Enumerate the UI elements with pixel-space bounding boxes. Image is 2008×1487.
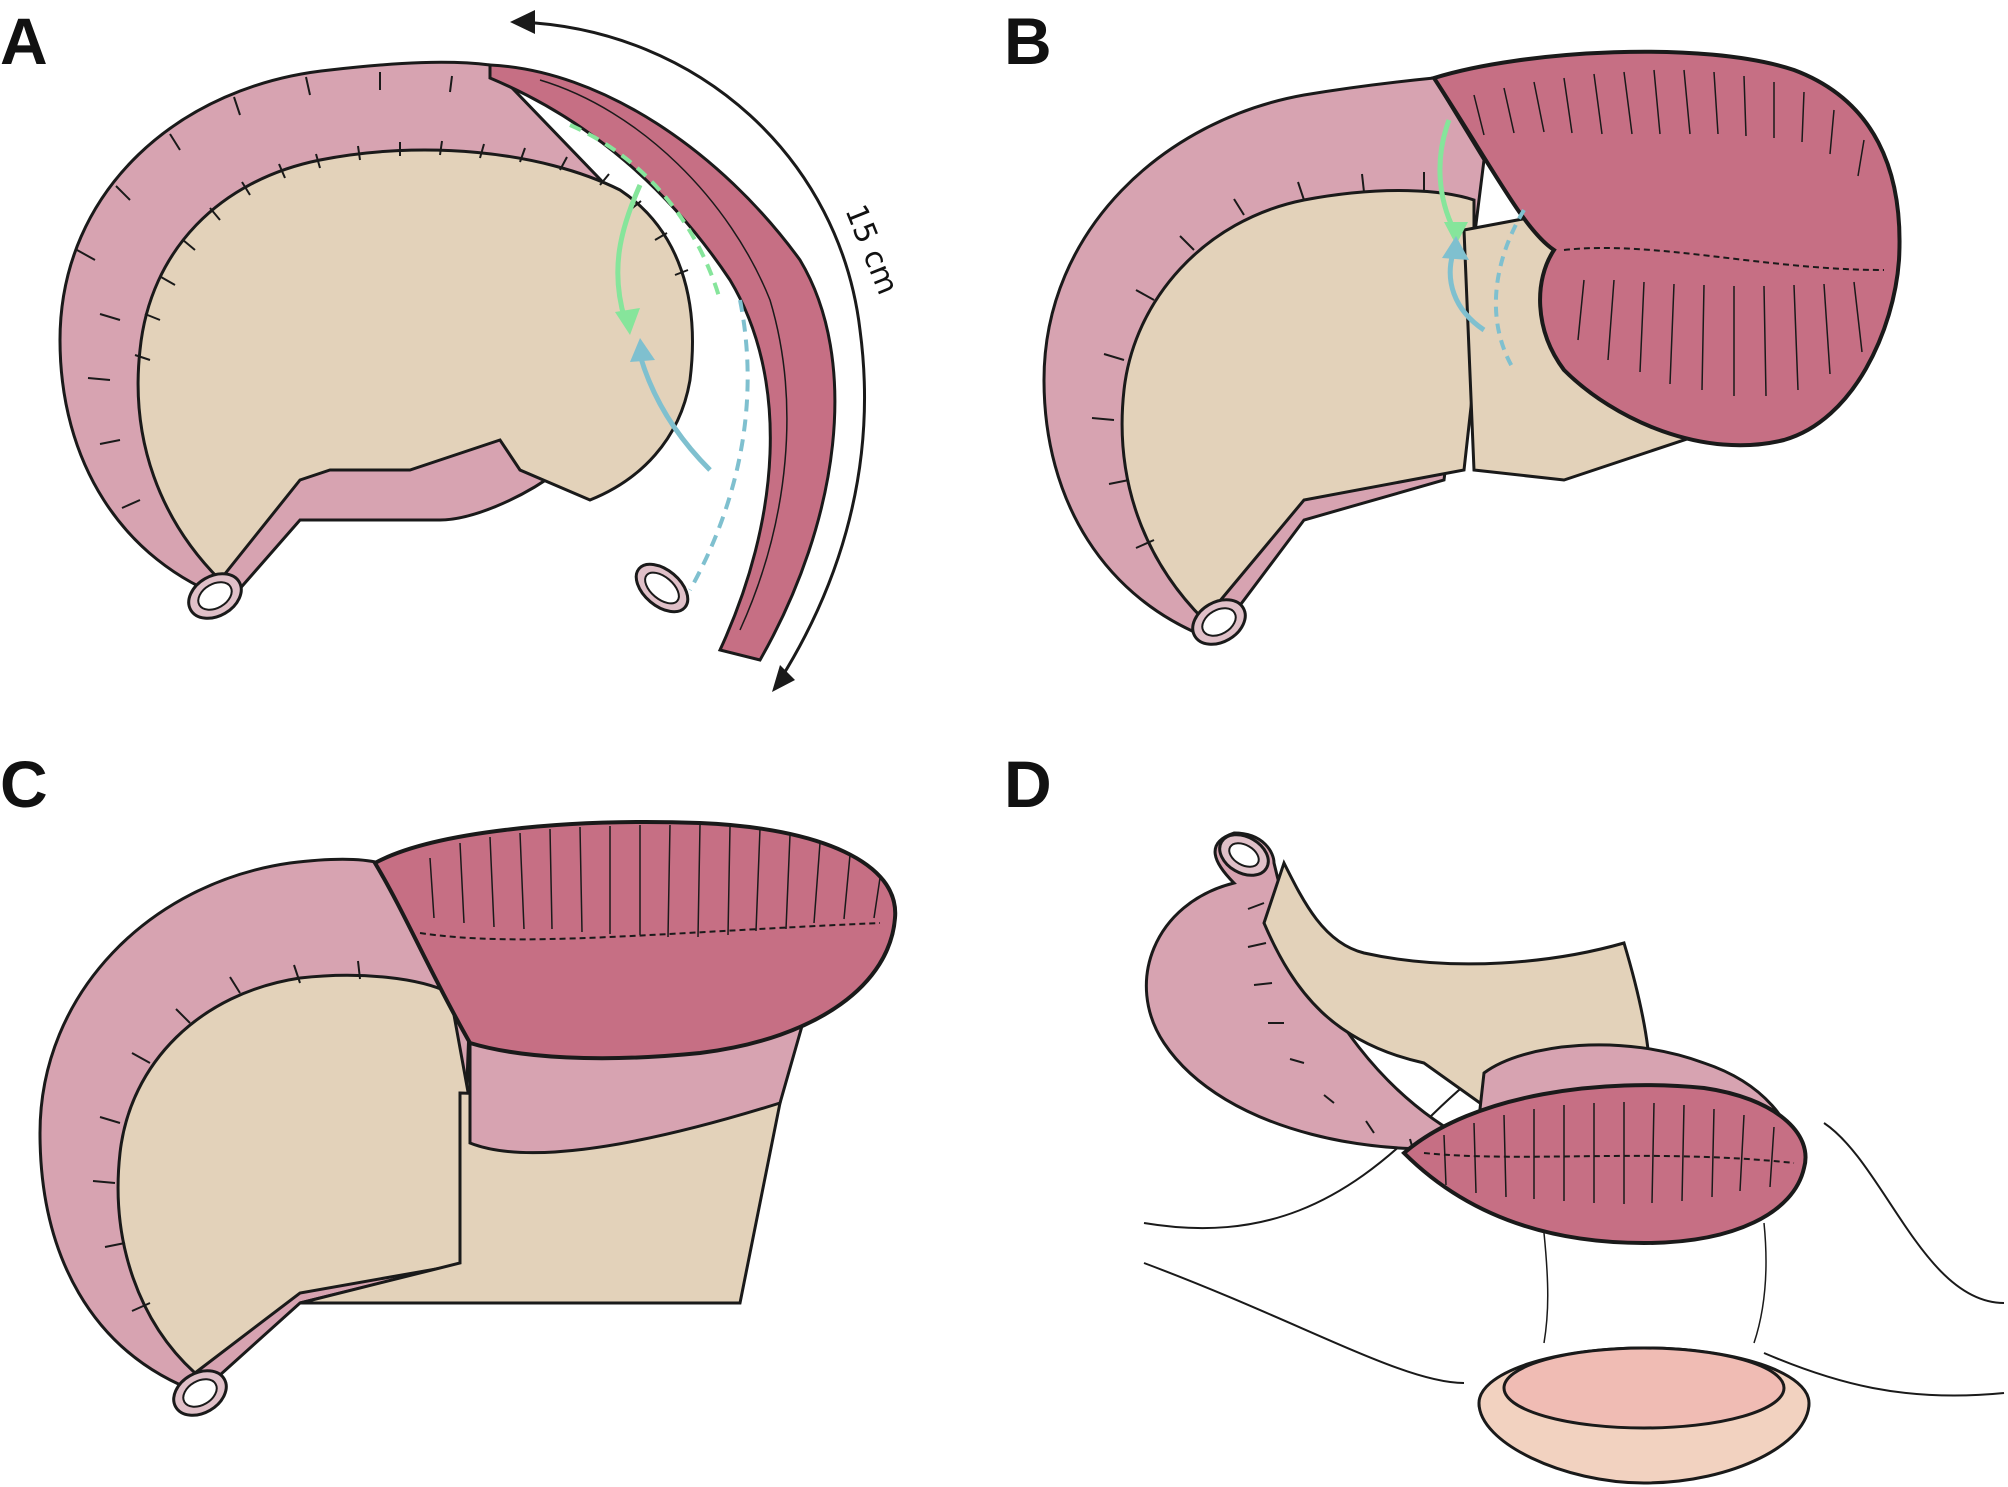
mesentery-c xyxy=(116,973,472,1375)
blue-fold-line-b xyxy=(1493,208,1526,372)
measurement-label-a: 15 cm xyxy=(838,200,905,300)
blue-fold-line-a xyxy=(688,299,750,591)
bowel-loop-diagram-b xyxy=(1042,49,1902,646)
panel-label-a: A xyxy=(0,4,48,78)
mesentery-a xyxy=(136,148,694,583)
pouch-suture-line-c xyxy=(419,922,881,941)
panel-b: B xyxy=(1004,0,2008,743)
skin-line-right-d xyxy=(1823,1122,2005,1304)
mucosal-pouch-c xyxy=(372,820,898,1061)
bowel-loop-diagram-c xyxy=(38,820,898,1417)
panel-d: D xyxy=(1004,743,2008,1486)
mesentery-b xyxy=(1120,189,1476,623)
opened-mucosa-a xyxy=(488,63,837,662)
bowel-loop-diagram-d xyxy=(1143,831,2005,1485)
mucosal-pouch-b xyxy=(1430,49,1902,448)
green-fold-line-a xyxy=(569,123,722,301)
panel-c: C xyxy=(0,743,1004,1486)
stoma-opening-d xyxy=(1502,1346,1786,1430)
panel-label-b: B xyxy=(1004,4,1052,78)
pouch-suture-line-b xyxy=(1563,246,1885,271)
panel-label-c: C xyxy=(0,747,48,821)
panel-a: A 15 cm xyxy=(0,0,1004,743)
blue-arrow-b xyxy=(1447,249,1486,333)
green-arrow-a xyxy=(615,183,643,321)
blue-arrow-a xyxy=(637,354,712,472)
bowel-loop-diagram-a: 15 cm xyxy=(58,10,905,692)
measurement-arc-a xyxy=(519,20,867,681)
green-arrow-b xyxy=(1437,119,1457,232)
panel-label-d: D xyxy=(1004,747,1052,821)
mucosal-pouch-d xyxy=(1401,1083,1808,1246)
